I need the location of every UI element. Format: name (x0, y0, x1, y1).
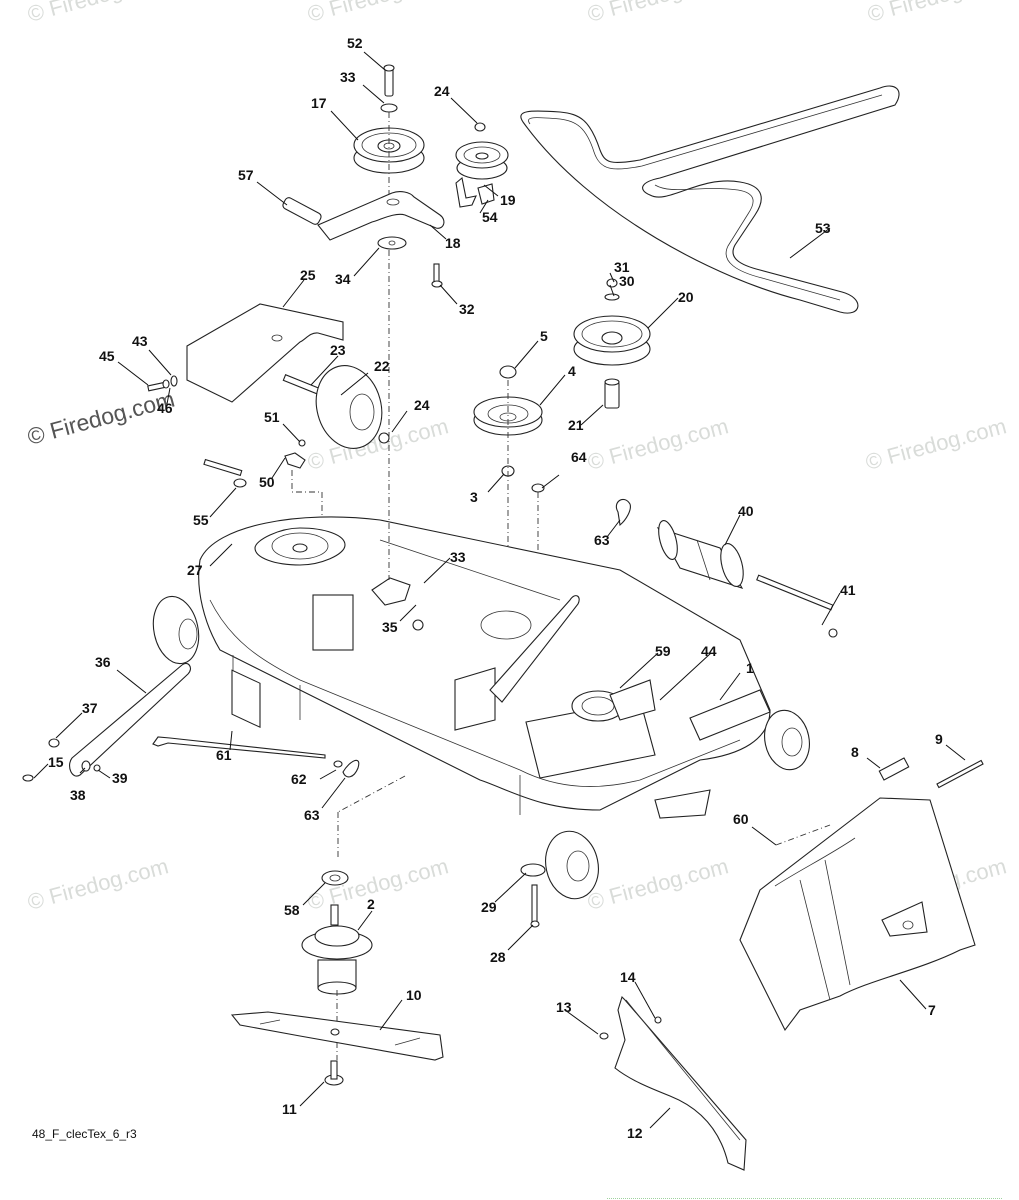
blade-10 (230, 1011, 444, 1086)
watermark-primary: © Firedog.com (25, 386, 178, 450)
watermark: © Firedog.com (585, 413, 731, 475)
watermark: © Firedog.com (25, 0, 171, 27)
callout-60: 60 (733, 811, 749, 827)
callout-61: 61 (216, 747, 232, 763)
wheel-22 (282, 365, 390, 449)
callout-46: 46 (157, 400, 173, 416)
callout-3: 3 (470, 489, 478, 505)
callout-21: 21 (568, 417, 584, 433)
callout-15: 15 (48, 754, 64, 770)
callout-17: 17 (311, 95, 327, 111)
callout-11: 11 (282, 1101, 297, 1117)
callout-1: 1 (746, 660, 754, 676)
callout-58: 58 (284, 902, 300, 918)
callout-9: 9 (935, 731, 943, 747)
callout-10: 10 (406, 987, 422, 1003)
rod-61 (152, 736, 406, 860)
discharge-chute-7 (739, 757, 984, 1032)
watermark: © Firedog.com (865, 0, 1011, 27)
callout-37: 37 (82, 700, 98, 716)
watermark: © Firedog.com (305, 0, 451, 27)
callout-43: 43 (132, 333, 148, 349)
callout-33b: 33 (450, 549, 466, 565)
callout-8: 8 (851, 744, 859, 760)
callout-5: 5 (540, 328, 548, 344)
spindle-2 (301, 870, 373, 1060)
callout-19: 19 (500, 192, 516, 208)
belt-53 (520, 85, 900, 314)
callout-32: 32 (459, 301, 475, 317)
callout-59: 59 (655, 643, 671, 659)
pulley-19 (455, 122, 509, 208)
callout-29: 29 (481, 899, 497, 915)
callout-39: 39 (112, 770, 128, 786)
watermark: © Firedog.com (305, 853, 451, 915)
callout-30: 30 (619, 273, 635, 289)
axle-bolt-28 (520, 863, 546, 928)
callout-12: 12 (627, 1125, 643, 1141)
bracket-50 (203, 439, 323, 520)
callout-51: 51 (264, 409, 280, 425)
callout-38: 38 (70, 787, 86, 803)
callout-50: 50 (259, 474, 275, 490)
callout-23: 23 (330, 342, 346, 358)
bolt-32 (431, 263, 443, 288)
callout-45: 45 (99, 348, 115, 364)
footer-divider (607, 1198, 1002, 1199)
callout-24a: 24 (434, 83, 450, 99)
deflector-12 (599, 995, 747, 1171)
idler-pulley-17 (353, 64, 425, 200)
deck-housing-1 (152, 250, 810, 900)
leader-lines (33, 51, 966, 1129)
callout-64: 64 (571, 449, 587, 465)
callout-34: 34 (335, 271, 351, 287)
callout-7: 7 (928, 1002, 936, 1018)
watermark: © Firedog.com (863, 413, 1009, 475)
callout-36: 36 (95, 654, 111, 670)
callout-33a: 33 (340, 69, 356, 85)
callout-4: 4 (568, 363, 576, 379)
callout-41: 41 (840, 582, 856, 598)
callout-63b: 63 (304, 807, 320, 823)
watermark: © Firedog.com (25, 853, 171, 915)
callout-22: 22 (374, 358, 390, 374)
callout-55: 55 (193, 512, 209, 528)
callout-54: 54 (482, 209, 498, 225)
callout-40: 40 (738, 503, 754, 519)
bolt-45 (147, 375, 178, 392)
callout-18: 18 (445, 235, 461, 251)
callout-14: 14 (620, 969, 636, 985)
watermark: © Firedog.com (585, 0, 731, 27)
drawing-code: 48_F_clecTex_6_r3 (32, 1127, 137, 1141)
callout-52: 52 (347, 35, 363, 51)
callout-28: 28 (490, 949, 506, 965)
callout-63a: 63 (594, 532, 610, 548)
lift-arm-36 (22, 662, 191, 782)
callout-25: 25 (300, 267, 316, 283)
callout-44: 44 (701, 643, 717, 659)
callout-53: 53 (815, 220, 831, 236)
roller-40 (615, 498, 838, 638)
callout-27: 27 (187, 562, 203, 578)
callout-31: 31 (614, 259, 630, 275)
callout-62: 62 (291, 771, 307, 787)
callout-24b: 24 (414, 397, 430, 413)
callout-20: 20 (678, 289, 694, 305)
callout-13: 13 (556, 999, 572, 1015)
watermark: © Firedog.com (585, 853, 731, 915)
idler-arm-18 (282, 191, 445, 250)
pulley-20 (573, 278, 651, 409)
callout-35: 35 (382, 619, 398, 635)
callout-57: 57 (238, 167, 254, 183)
callout-2: 2 (367, 896, 375, 912)
cover-25 (186, 303, 344, 403)
